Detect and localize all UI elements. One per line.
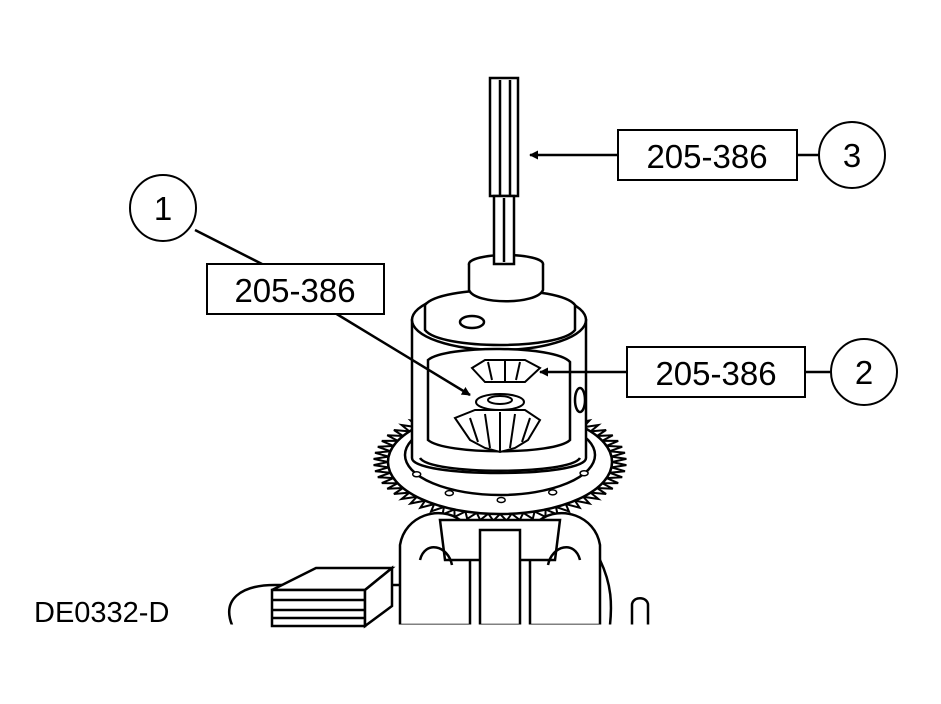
side-gear xyxy=(453,393,542,454)
tool-label-1: 205-386 xyxy=(234,272,355,309)
ring-gear-bolt-holes xyxy=(411,469,589,504)
tool-label-box-2 xyxy=(626,346,806,398)
leader-lines xyxy=(194,150,830,397)
callout-number-1: 1 xyxy=(154,190,172,227)
tool-shaft xyxy=(488,76,520,266)
ring-gear-bolt-hole xyxy=(496,496,506,504)
figure-code: DE0332-D xyxy=(34,597,169,629)
callout-circle-1 xyxy=(129,174,197,242)
ring-gear-bolt-hole xyxy=(579,469,589,477)
callout-circle-3 xyxy=(818,121,886,189)
ring-gear-tooth xyxy=(373,455,390,464)
callout-circle-2 xyxy=(830,338,898,406)
carrier-housing xyxy=(210,511,660,628)
callout-number-2: 2 xyxy=(855,354,873,391)
ring-gear-tooth xyxy=(610,455,627,464)
pinion-gear xyxy=(470,359,542,383)
callout-number-3: 3 xyxy=(843,137,861,174)
callout-3: 205-386 3 xyxy=(617,121,886,189)
support-block xyxy=(270,565,396,629)
callout-1: 205-386 1 xyxy=(129,174,385,315)
callout-2: 205-386 2 xyxy=(626,338,898,406)
ring-gear-bolt-hole xyxy=(411,471,422,478)
tool-label-2: 205-386 xyxy=(655,355,776,392)
tool-label-box-3 xyxy=(617,129,798,181)
case-top-flange xyxy=(423,253,577,347)
ring-gear-tooth xyxy=(373,460,390,469)
ring-gear-bolt-hole xyxy=(444,489,455,497)
ring-gear-tooth xyxy=(610,460,627,469)
ring-gear-bolt-hole xyxy=(547,489,558,496)
tool-label-box-1 xyxy=(206,263,385,315)
tool-label-3: 205-386 xyxy=(646,138,767,175)
